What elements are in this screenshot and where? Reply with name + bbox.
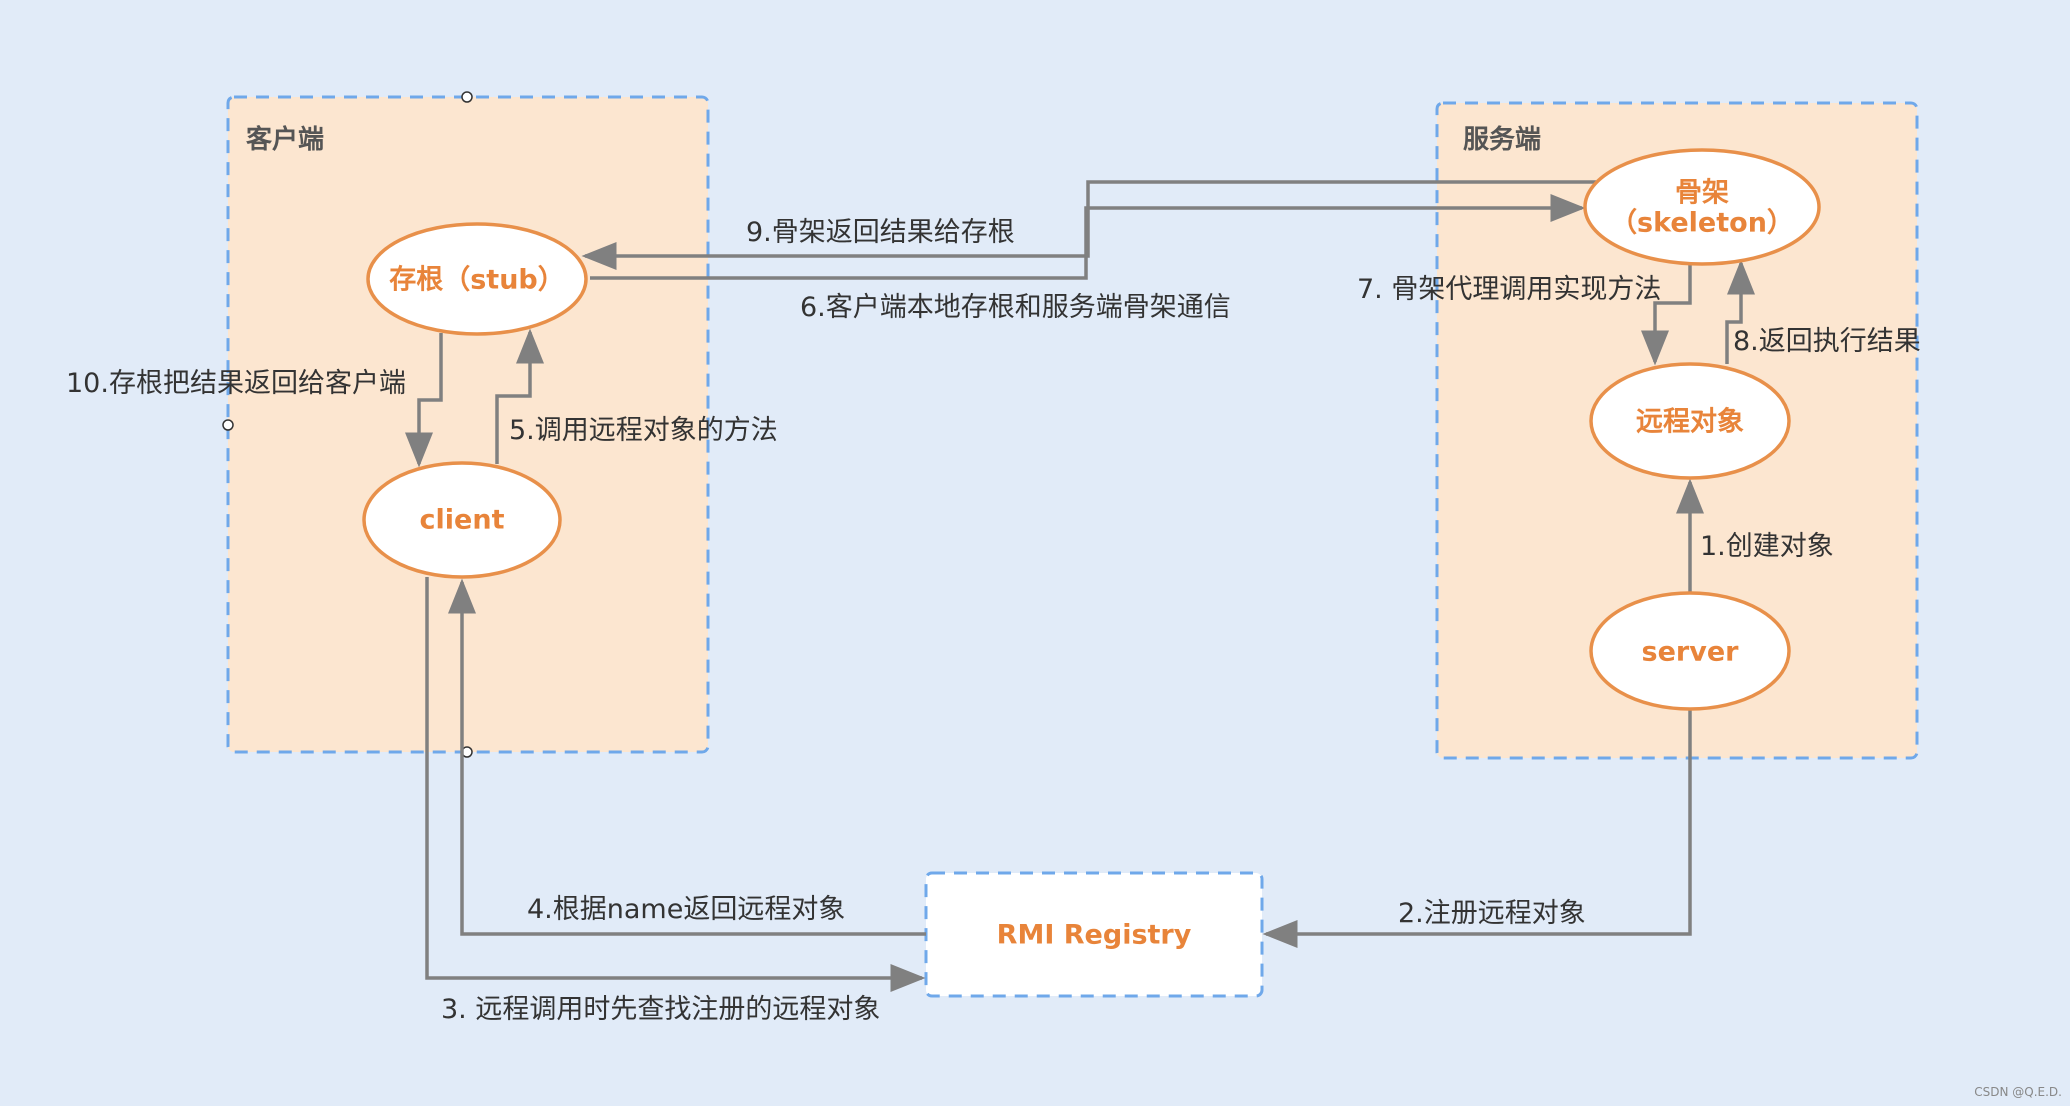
skeleton-label-line1: 骨架 [1675,178,1729,209]
edge-1-label: 1.创建对象 [1700,531,1834,562]
edge-3-lookup-registry [425,577,926,992]
server-side-title: 服务端 [1463,125,1541,155]
client-side-title: 客户端 [246,124,324,155]
edge-8-return-execution-result [1725,259,1755,364]
remote-object-ellipse[interactable] [1589,362,1791,480]
server-node[interactable]: server [1589,591,1791,711]
edge-2-label: 2.注册远程对象 [1398,898,1586,929]
edge-2-register-remote-object [1262,710,1692,948]
edge-7-label: 7. 骨架代理调用实现方法 [1357,274,1661,305]
stub-ellipse[interactable] [366,222,588,336]
edge-3-label: 3. 远程调用时先查找注册的远程对象 [441,994,880,1025]
edge-5-label: 5.调用远程对象的方法 [509,415,778,446]
remote-object-label: 远程对象 [1636,406,1744,438]
edge-9-label: 9.骨架返回结果给存根 [746,217,1015,248]
edge-10-return-to-client [405,333,443,468]
stub-node[interactable]: 存根（stub） [366,222,588,336]
edge-6-stub-skeleton-communication [590,194,1586,280]
stub-label: 存根（stub） [389,265,565,296]
edge-4-label: 4.根据name返回远程对象 [527,894,845,925]
watermark: CSDN @Q.E.D. [1974,1085,2062,1099]
skeleton-node[interactable]: 骨架 （skeleton） [1583,148,1821,266]
skeleton-label-line2: （skeleton） [1610,208,1794,239]
client-node[interactable]: client [362,461,562,579]
remote-object-node[interactable]: 远程对象 [1589,362,1791,480]
client-label: client [420,505,505,536]
edge-4-return-remote-object [448,578,926,936]
client-ellipse[interactable] [362,461,562,579]
server-label: server [1642,637,1740,668]
edge-7-invoke-implementation [1641,265,1692,366]
edge-6-label: 6.客户端本地存根和服务端骨架通信 [800,292,1231,323]
rmi-registry-label: RMI Registry [997,920,1192,951]
server-ellipse[interactable] [1589,591,1791,711]
selection-handle-left[interactable] [222,419,234,431]
edge-10-label: 10.存根把结果返回给客户端 [66,368,406,399]
edge-5-call-method [495,328,544,464]
selection-handle-top[interactable] [461,91,473,103]
skeleton-ellipse[interactable] [1583,148,1821,266]
edge-9-return-result-to-stub [581,180,1596,270]
edge-8-label: 8.返回执行结果 [1733,326,1921,357]
